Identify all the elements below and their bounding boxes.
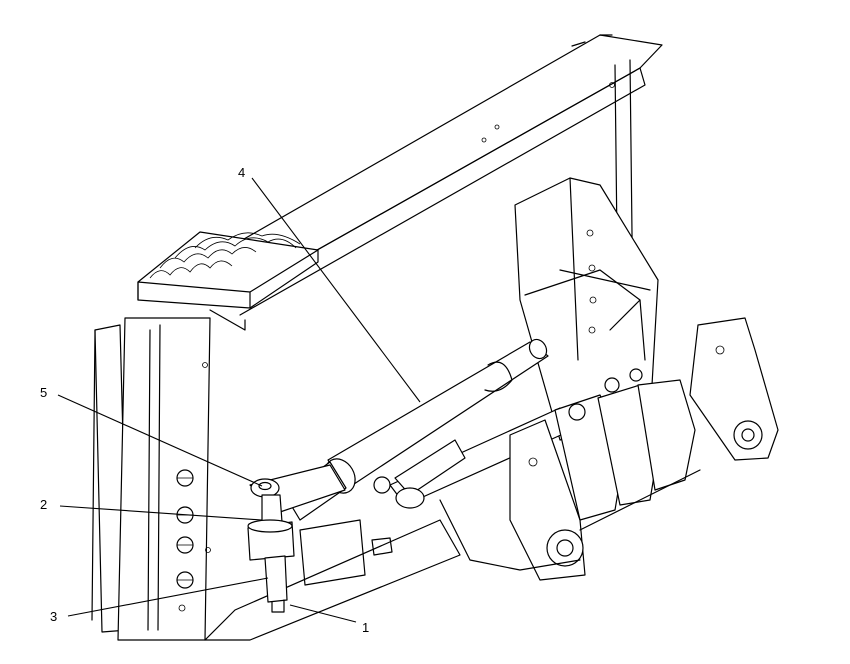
leader-1 (289, 604, 357, 623)
callout-labels: 1 2 3 4 5 (40, 165, 369, 635)
leader-2 (59, 505, 263, 521)
pin-assembly (247, 464, 346, 613)
callout-5: 5 (40, 385, 47, 400)
callout-1: 1 (362, 620, 369, 635)
callout-2: 2 (40, 497, 47, 512)
callout-4: 4 (238, 165, 245, 180)
pivot-joint-plates (439, 368, 701, 581)
right-bracket-tower (514, 177, 659, 441)
step-plate (137, 231, 319, 331)
leader-3 (67, 577, 269, 617)
left-mounting-plate (91, 317, 211, 641)
leader-5 (57, 394, 263, 487)
lower-frame-bracket (204, 519, 461, 641)
callout-leaders (57, 177, 421, 623)
right-ear-bracket (689, 317, 779, 461)
leader-4 (251, 177, 421, 403)
callout-3: 3 (50, 609, 57, 624)
